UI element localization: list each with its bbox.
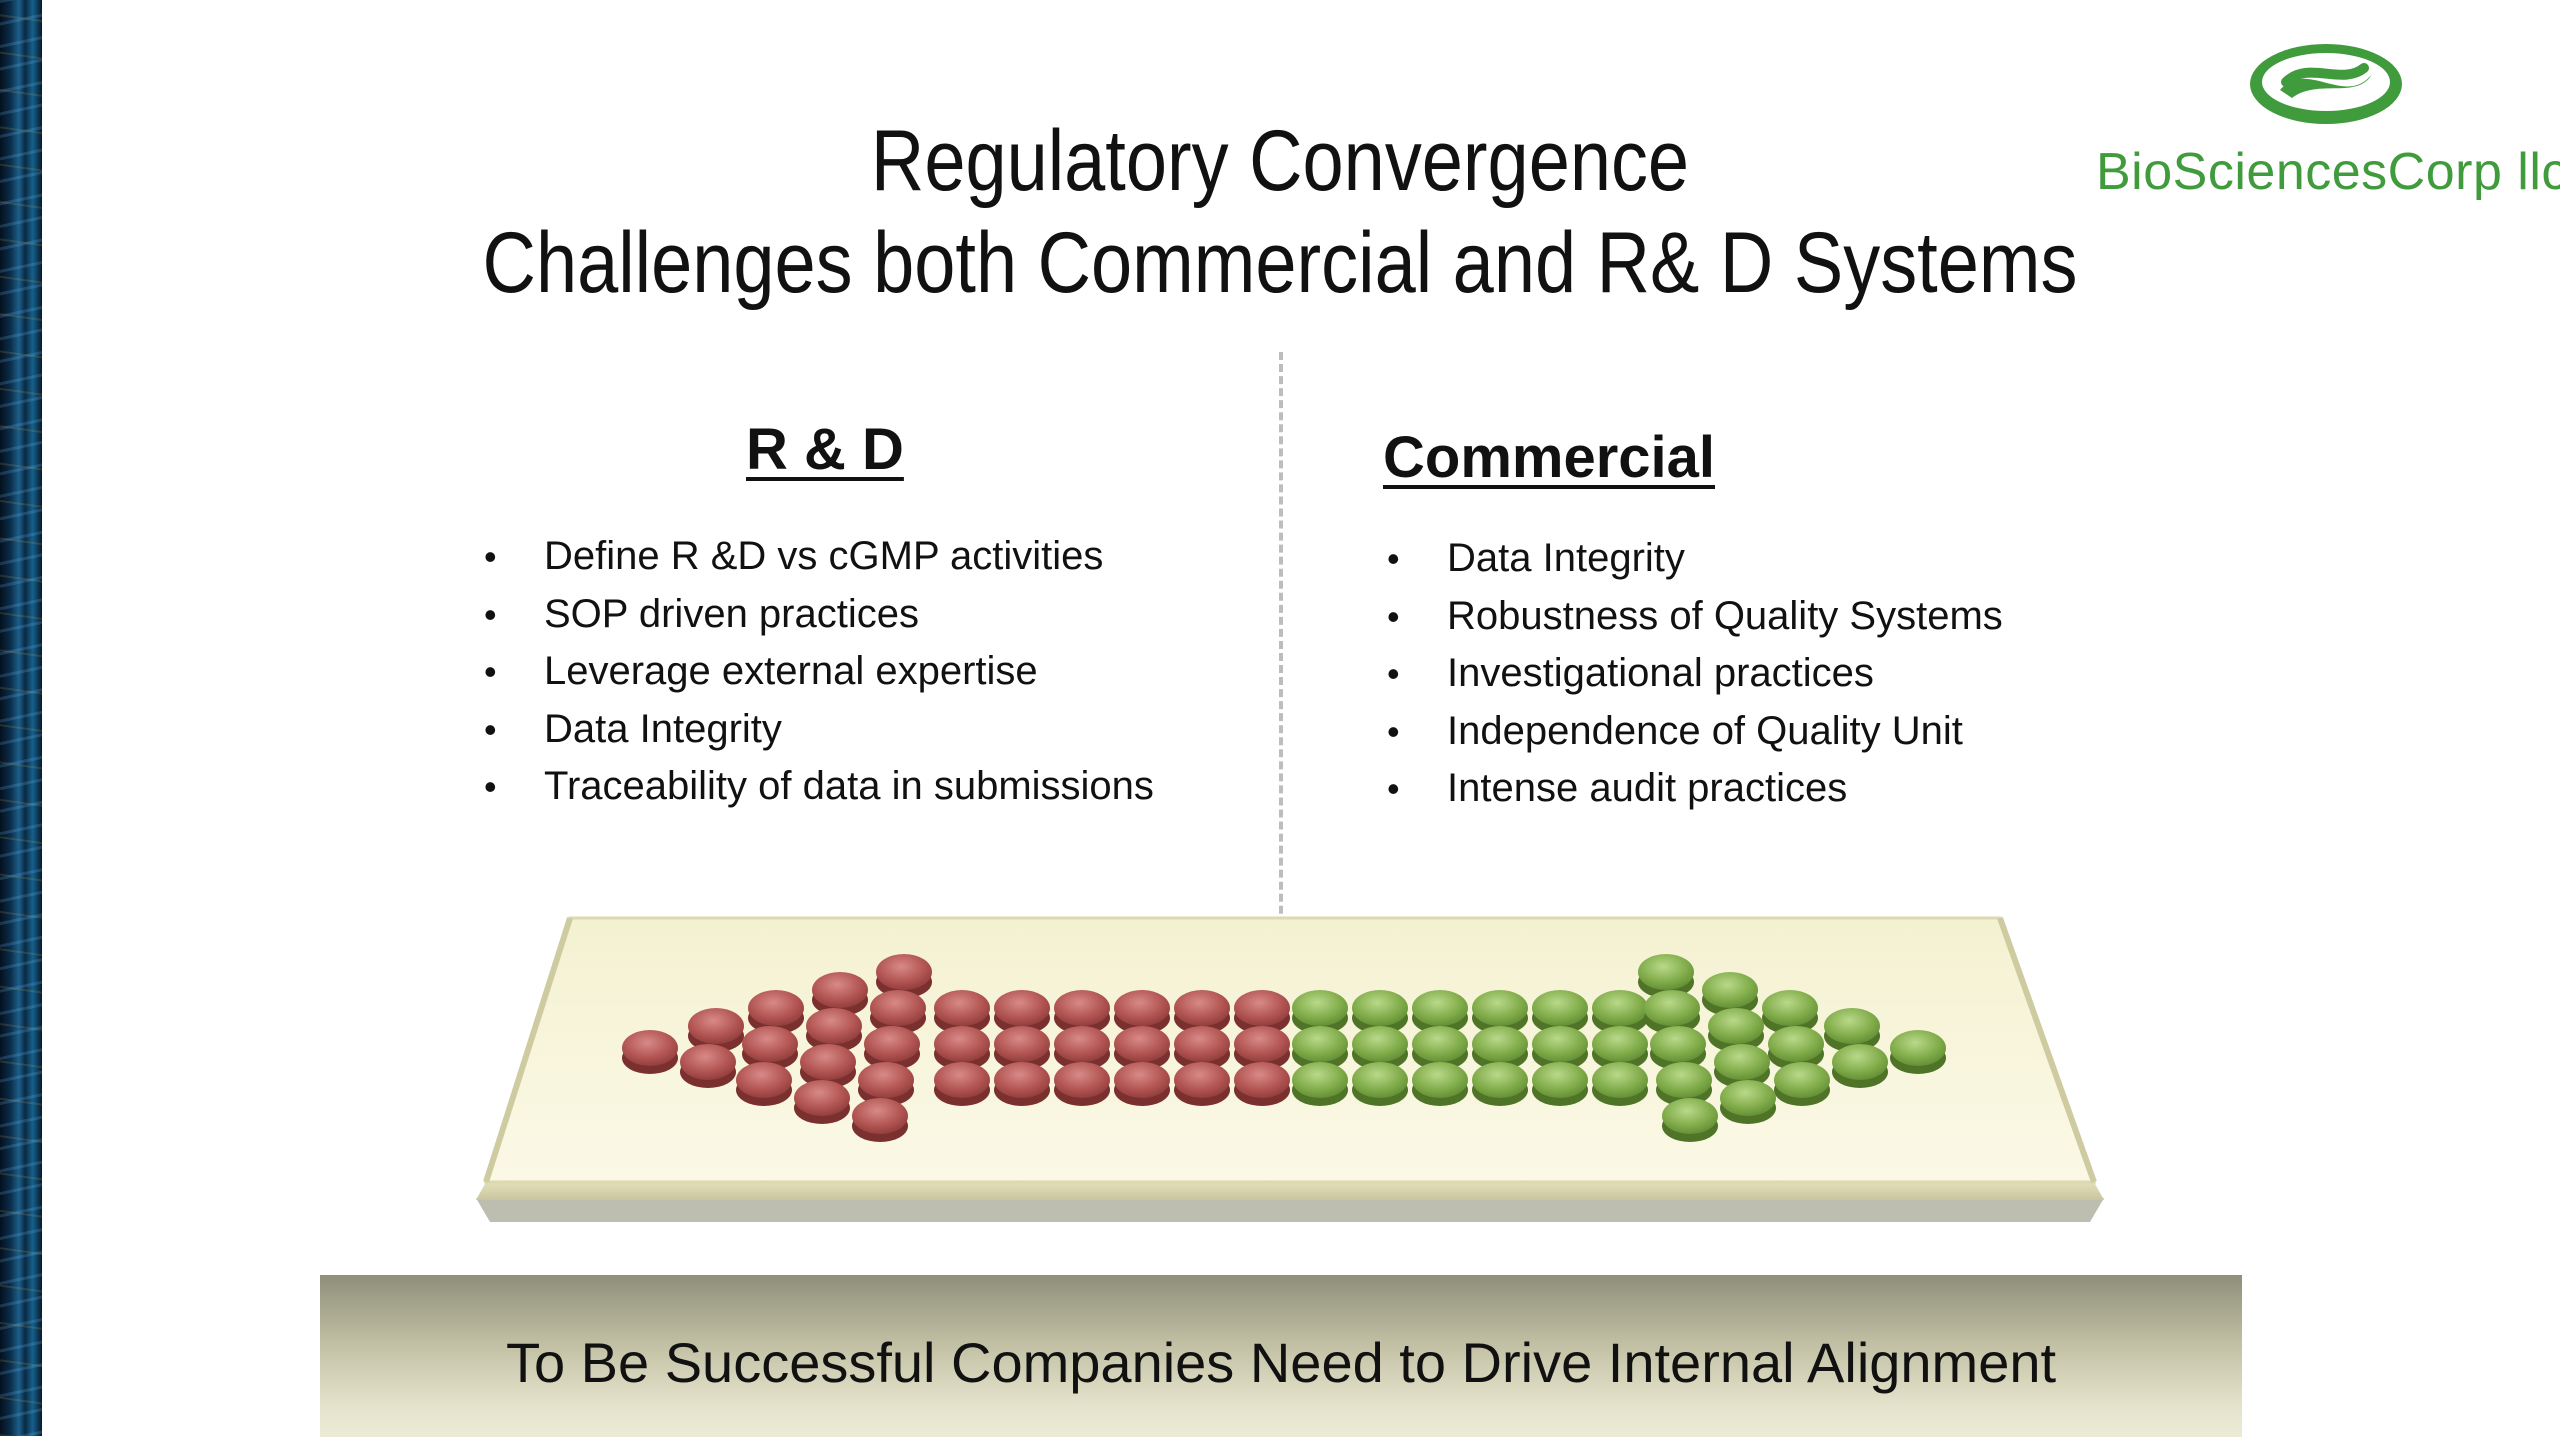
red-pill [870, 990, 926, 1034]
green-pill [1708, 1008, 1764, 1052]
red-pill [1234, 1062, 1290, 1106]
green-pill [1472, 1062, 1528, 1106]
green-pill [1592, 1026, 1648, 1070]
green-pill [1532, 1026, 1588, 1070]
green-pill [1592, 990, 1648, 1034]
green-pill [1638, 954, 1694, 998]
red-pill [1174, 1062, 1230, 1106]
tray-shadow [476, 1198, 2104, 1222]
red-pill [994, 1062, 1050, 1106]
tray-right-bevel [1997, 916, 2097, 1184]
red-pill [1234, 1026, 1290, 1070]
green-pill [1824, 1008, 1880, 1052]
green-pill [1472, 1026, 1528, 1070]
red-pill [800, 1044, 856, 1088]
green-pill [1702, 972, 1758, 1016]
red-pill [994, 990, 1050, 1034]
title-line-1: Regulatory Convergence [870, 113, 1690, 209]
green-pill [1662, 1098, 1718, 1142]
green-pill [1292, 990, 1348, 1034]
red-pill [934, 990, 990, 1034]
green-pill [1532, 1062, 1588, 1106]
decorative-side-strip [0, 0, 42, 1436]
green-pill [1532, 990, 1588, 1034]
commercial-bullet-item: Robustness of Quality Systems [1387, 588, 2147, 646]
company-logo: BioSciencesCorp llc [2090, 38, 2560, 208]
red-pill [1114, 990, 1170, 1034]
red-pill [812, 972, 868, 1016]
green-pill [1720, 1080, 1776, 1124]
green-pill [1774, 1062, 1830, 1106]
title-line-2: Challenges both Commercial and R& D Syst… [482, 215, 2078, 311]
green-pill [1762, 990, 1818, 1034]
green-pill [1650, 1026, 1706, 1070]
commercial-bullet-item: Intense audit practices [1387, 760, 2147, 818]
pill-arrows [622, 954, 1946, 1142]
red-pill [1054, 1062, 1110, 1106]
rd-bullet-item: Define R &D vs cGMP activities [484, 528, 1164, 586]
red-pill [864, 1026, 920, 1070]
rd-bullet-item: Traceability of data in submissions [484, 758, 1164, 816]
red-pill [1174, 990, 1230, 1034]
green-pill [1292, 1026, 1348, 1070]
commercial-bullet-list: Data Integrity Robustness of Quality Sys… [1387, 530, 2147, 818]
red-pill [876, 954, 932, 998]
green-pill [1714, 1044, 1770, 1088]
pill-tray-graphic [476, 916, 2104, 1222]
red-pill [858, 1062, 914, 1106]
rd-bullet-item: SOP driven practices [484, 586, 1164, 644]
red-pill [688, 1008, 744, 1052]
red-pill [1234, 990, 1290, 1034]
red-pill [622, 1030, 678, 1074]
green-pill [1412, 1026, 1468, 1070]
green-pill [1352, 1026, 1408, 1070]
green-pill [1832, 1044, 1888, 1088]
red-pill [934, 1026, 990, 1070]
red-pill [680, 1044, 736, 1088]
red-pill [1054, 1026, 1110, 1070]
rd-heading: R & D [746, 417, 904, 482]
red-pill [852, 1098, 908, 1142]
green-pill [1412, 1062, 1468, 1106]
green-pill [1890, 1030, 1946, 1074]
green-pill [1768, 1026, 1824, 1070]
commercial-bullet-item: Data Integrity [1387, 530, 2147, 588]
rd-bullet-item: Data Integrity [484, 701, 1164, 759]
column-divider [1279, 352, 1283, 974]
banner-text: To Be Successful Companies Need to Drive… [505, 1330, 2057, 1394]
commercial-bullet-item: Investigational practices [1387, 645, 2147, 703]
green-pill [1292, 1062, 1348, 1106]
green-pill [1412, 990, 1468, 1034]
bottom-banner: To Be Successful Companies Need to Drive… [320, 1275, 2242, 1437]
tray-left-bevel [483, 917, 573, 1183]
green-pill [1472, 990, 1528, 1034]
green-pill [1592, 1062, 1648, 1106]
logo-swoosh-icon [2250, 44, 2402, 124]
commercial-heading: Commercial [1383, 425, 1716, 490]
red-pill [1174, 1026, 1230, 1070]
red-pill [994, 1026, 1050, 1070]
slide-title: Regulatory Convergence Challenges both C… [437, 110, 2123, 314]
red-pill [1114, 1026, 1170, 1070]
red-pill [806, 1008, 862, 1052]
green-pill [1352, 1062, 1408, 1106]
tray-edge [476, 1182, 2104, 1200]
red-pill [1114, 1062, 1170, 1106]
green-pill [1352, 990, 1408, 1034]
logo-text: BioSciencesCorp llc [2096, 143, 2560, 201]
rd-bullet-list: Define R &D vs cGMP activities SOP drive… [484, 528, 1164, 816]
green-pill [1656, 1062, 1712, 1106]
red-pill [1054, 990, 1110, 1034]
commercial-bullet-item: Independence of Quality Unit [1387, 703, 2147, 761]
red-pill [742, 1026, 798, 1070]
red-pill [794, 1080, 850, 1124]
red-pill [736, 1062, 792, 1106]
red-pill [934, 1062, 990, 1106]
rd-bullet-item: Leverage external expertise [484, 643, 1164, 701]
red-pill [748, 990, 804, 1034]
green-pill [1644, 990, 1700, 1034]
